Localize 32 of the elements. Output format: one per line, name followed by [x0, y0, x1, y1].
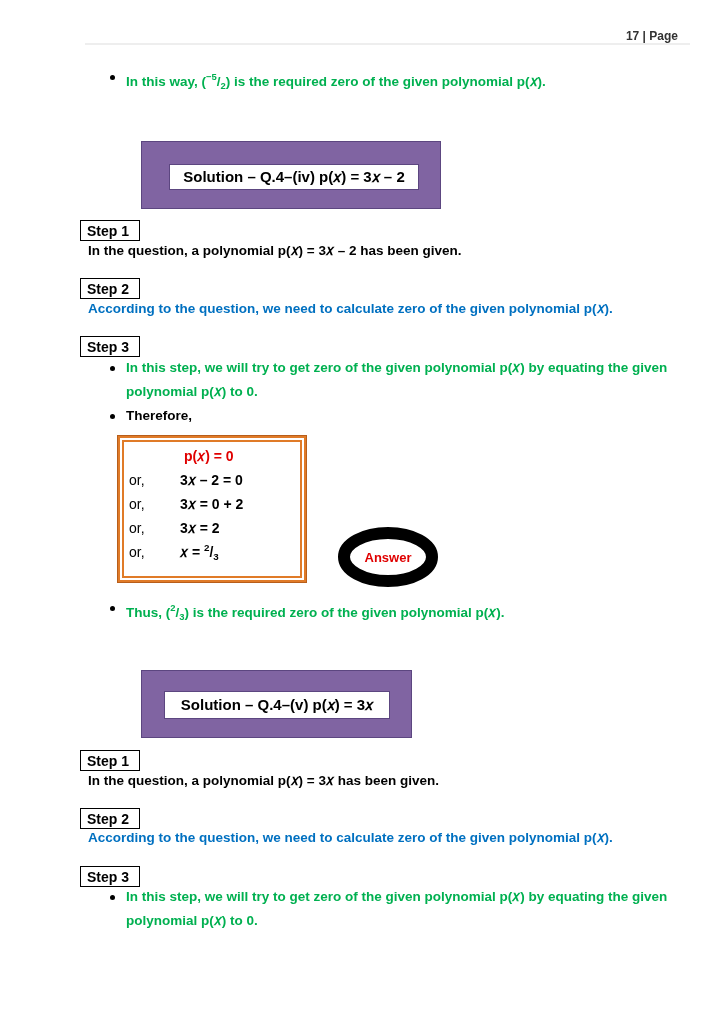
step-text: According to the question, we need to calculate zero of the given polynomial p(𝑥).	[88, 829, 614, 847]
equation-text: 𝑥 = $^{2}$/$_{3}$	[180, 542, 219, 563]
step-label: Step 2	[80, 808, 140, 829]
answer-ring	[338, 527, 438, 587]
bullet-text: Therefore,	[126, 407, 194, 425]
step-label: Step 1	[80, 220, 140, 241]
equation-text: p(𝑥) = 0	[184, 448, 234, 465]
step-label: Step 3	[80, 866, 140, 887]
or-text: or,	[129, 496, 145, 512]
step-label: Step 2	[80, 278, 140, 299]
equation-text: 3𝑥 = 0 + 2	[180, 496, 244, 513]
or-text: or,	[129, 520, 145, 536]
equation-box	[118, 436, 306, 582]
bullet-text: In this step, we will try to get zero of the given polynomial p(𝑥) by equating the given polynomial p(𝑥) to 0.	[126, 888, 669, 930]
bullet-text: In this step, we will try to get zero of the given polynomial p(𝑥) by equating the given polynomial p(𝑥) to 0.	[126, 359, 669, 401]
step-text: In the question, a polynomial p(𝑥) = 3𝑥 – 2 has been given.	[88, 242, 463, 260]
solution-heading: Solution – Q.4–(v) p(𝑥) = 3𝑥	[164, 691, 390, 719]
bullet-text: Thus, ($^{2}$/$_{3}$) is the required zero of the given polynomial p(𝑥).	[126, 601, 506, 625]
step-text: In the question, a polynomial p(𝑥) = 3𝑥 has been given.	[88, 772, 440, 790]
or-text: or,	[129, 544, 145, 560]
bullet-text: In this way, ($^{−5}$/$_{2}$) is the required zero of the given polynomial p(𝑥).	[126, 70, 547, 94]
step-text: According to the question, we need to calculate zero of the given polynomial p(𝑥).	[88, 300, 614, 318]
or-text: or,	[129, 472, 145, 488]
page-number: 17 | Page	[624, 28, 678, 45]
answer-text: Answer	[364, 549, 412, 565]
banner-box	[141, 141, 441, 209]
solution-heading: Solution – Q.4–(iv) p(𝑥) = 3𝑥 – 2	[169, 164, 419, 190]
step-label: Step 1	[80, 750, 140, 771]
step-label: Step 3	[80, 336, 140, 357]
equation-text: 3𝑥 = 2	[180, 520, 220, 537]
banner-box	[141, 670, 412, 738]
equation-text: 3𝑥 – 2 = 0	[180, 472, 243, 489]
